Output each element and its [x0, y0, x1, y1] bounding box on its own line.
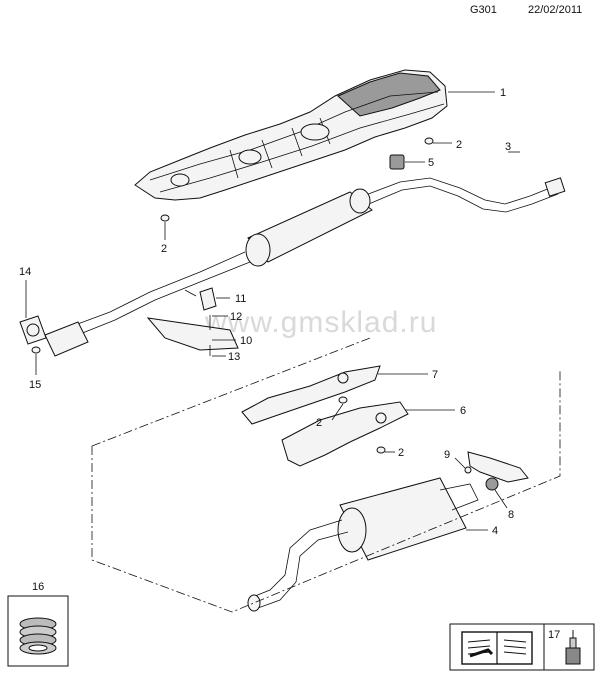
- callout-2: 2: [316, 417, 322, 429]
- callout-14: 14: [19, 266, 31, 278]
- callout-8: 8: [508, 509, 514, 521]
- heat-shield-icon: [134, 69, 448, 201]
- callout-9: 9: [444, 449, 450, 461]
- callout-11: 11: [235, 293, 246, 305]
- box-17: 17: [449, 623, 595, 671]
- pipe-icon: [44, 177, 566, 357]
- page-code: G301: [470, 4, 497, 16]
- gasket-icon: [160, 137, 434, 454]
- callout-1: 1: [500, 87, 506, 99]
- callout-17: 17: [548, 629, 560, 641]
- watermark: www.gmsklad.ru: [204, 306, 437, 339]
- callout-2: 2: [161, 243, 167, 255]
- wire-spring-icon: [19, 617, 57, 655]
- group-frame: [91, 337, 561, 613]
- box-16: 16: [7, 581, 69, 667]
- page-date: 22/02/2011: [528, 4, 583, 16]
- rubber-mount-icon: [389, 154, 405, 170]
- callout-2: 2: [456, 139, 462, 151]
- callout-6: 6: [460, 405, 466, 417]
- muffler-icon: [245, 188, 373, 267]
- muffler-icon: [247, 477, 479, 612]
- callout-7: 7: [432, 369, 438, 381]
- callout-5: 5: [428, 157, 434, 169]
- callout-16: 16: [32, 581, 44, 593]
- callout-15: 15: [29, 379, 41, 391]
- callout-12: 12: [230, 311, 242, 323]
- heat-shield-icon: [241, 365, 409, 467]
- callout-13: 13: [228, 351, 240, 363]
- callout-3: 3: [505, 141, 511, 153]
- repair-manual-icon: [461, 631, 533, 665]
- callout-4: 4: [492, 525, 498, 537]
- clamp-icon: [464, 451, 529, 491]
- callout-10: 10: [240, 335, 252, 347]
- sealant-tube-icon: [565, 630, 581, 665]
- leader-lines: [25, 91, 520, 531]
- flange-icon: [19, 315, 47, 354]
- callout-2: 2: [398, 447, 404, 459]
- clamp-icon: [146, 287, 239, 356]
